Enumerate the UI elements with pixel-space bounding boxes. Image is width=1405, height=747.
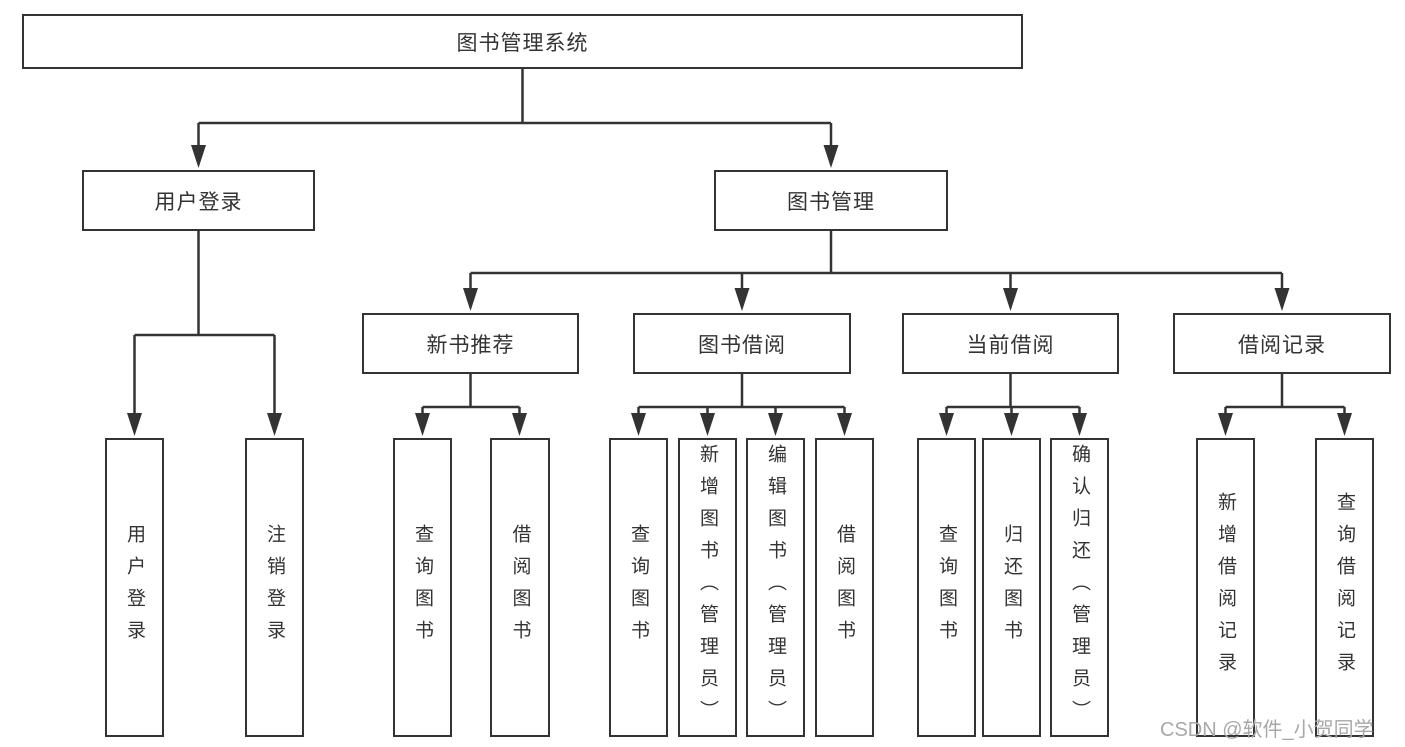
leaf-query-borrow-record-label: 查询借阅记录 (1334, 491, 1355, 684)
leaf-edit-books-admin-label: 编辑图书（管理员） (765, 443, 786, 732)
node-book-borrow-label: 图书借阅 (698, 333, 786, 357)
node-user-login: 用户登录 (82, 170, 315, 231)
node-library-system: 图书管理系统 (22, 14, 1023, 69)
leaf-edit-books-admin: 编辑图书（管理员） (746, 438, 805, 737)
leaf-query-books-2-label: 查询图书 (628, 523, 649, 652)
leaf-add-borrow-record: 新增借阅记录 (1196, 438, 1255, 737)
leaf-user-login: 用户登录 (105, 438, 164, 737)
leaf-query-books-3: 查询图书 (917, 438, 976, 737)
leaf-confirm-return-admin-label: 确认归还（管理员） (1069, 443, 1090, 732)
leaf-query-books-1-label: 查询图书 (412, 523, 433, 652)
leaf-logout-label: 注销登录 (264, 523, 285, 652)
leaf-borrow-books-1: 借阅图书 (490, 438, 550, 737)
node-current-borrow-label: 当前借阅 (966, 333, 1055, 357)
node-borrow-records-label: 借阅记录 (1238, 333, 1326, 357)
leaf-query-books-2: 查询图书 (609, 438, 668, 737)
leaf-logout: 注销登录 (245, 438, 304, 737)
leaf-query-borrow-record: 查询借阅记录 (1315, 438, 1374, 737)
leaf-return-books-label: 归还图书 (1001, 523, 1022, 652)
leaf-confirm-return-admin: 确认归还（管理员） (1050, 438, 1109, 737)
node-book-borrow: 图书借阅 (633, 313, 851, 374)
leaf-borrow-books-2: 借阅图书 (815, 438, 874, 737)
node-new-book-recommend: 新书推荐 (362, 313, 579, 374)
leaf-query-books-3-label: 查询图书 (936, 523, 957, 652)
watermark: CSDN @软件_小贺同学 (1160, 719, 1374, 741)
node-borrow-records: 借阅记录 (1173, 313, 1391, 374)
leaf-borrow-books-2-label: 借阅图书 (834, 523, 855, 652)
leaf-add-books-admin-label: 新增图书（管理员） (697, 443, 718, 732)
leaf-return-books: 归还图书 (982, 438, 1041, 737)
node-book-management: 图书管理 (714, 170, 948, 231)
leaf-add-borrow-record-label: 新增借阅记录 (1215, 491, 1236, 684)
node-library-system-label: 图书管理系统 (456, 31, 589, 55)
leaf-user-login-label: 用户登录 (124, 523, 145, 652)
node-new-book-recommend-label: 新书推荐 (426, 333, 515, 357)
leaf-borrow-books-1-label: 借阅图书 (509, 523, 531, 652)
node-user-login-label: 用户登录 (154, 190, 243, 214)
leaf-add-books-admin: 新增图书（管理员） (678, 438, 737, 737)
node-book-management-label: 图书管理 (787, 190, 875, 214)
node-current-borrow: 当前借阅 (902, 313, 1119, 374)
leaf-query-books-1: 查询图书 (393, 438, 452, 737)
